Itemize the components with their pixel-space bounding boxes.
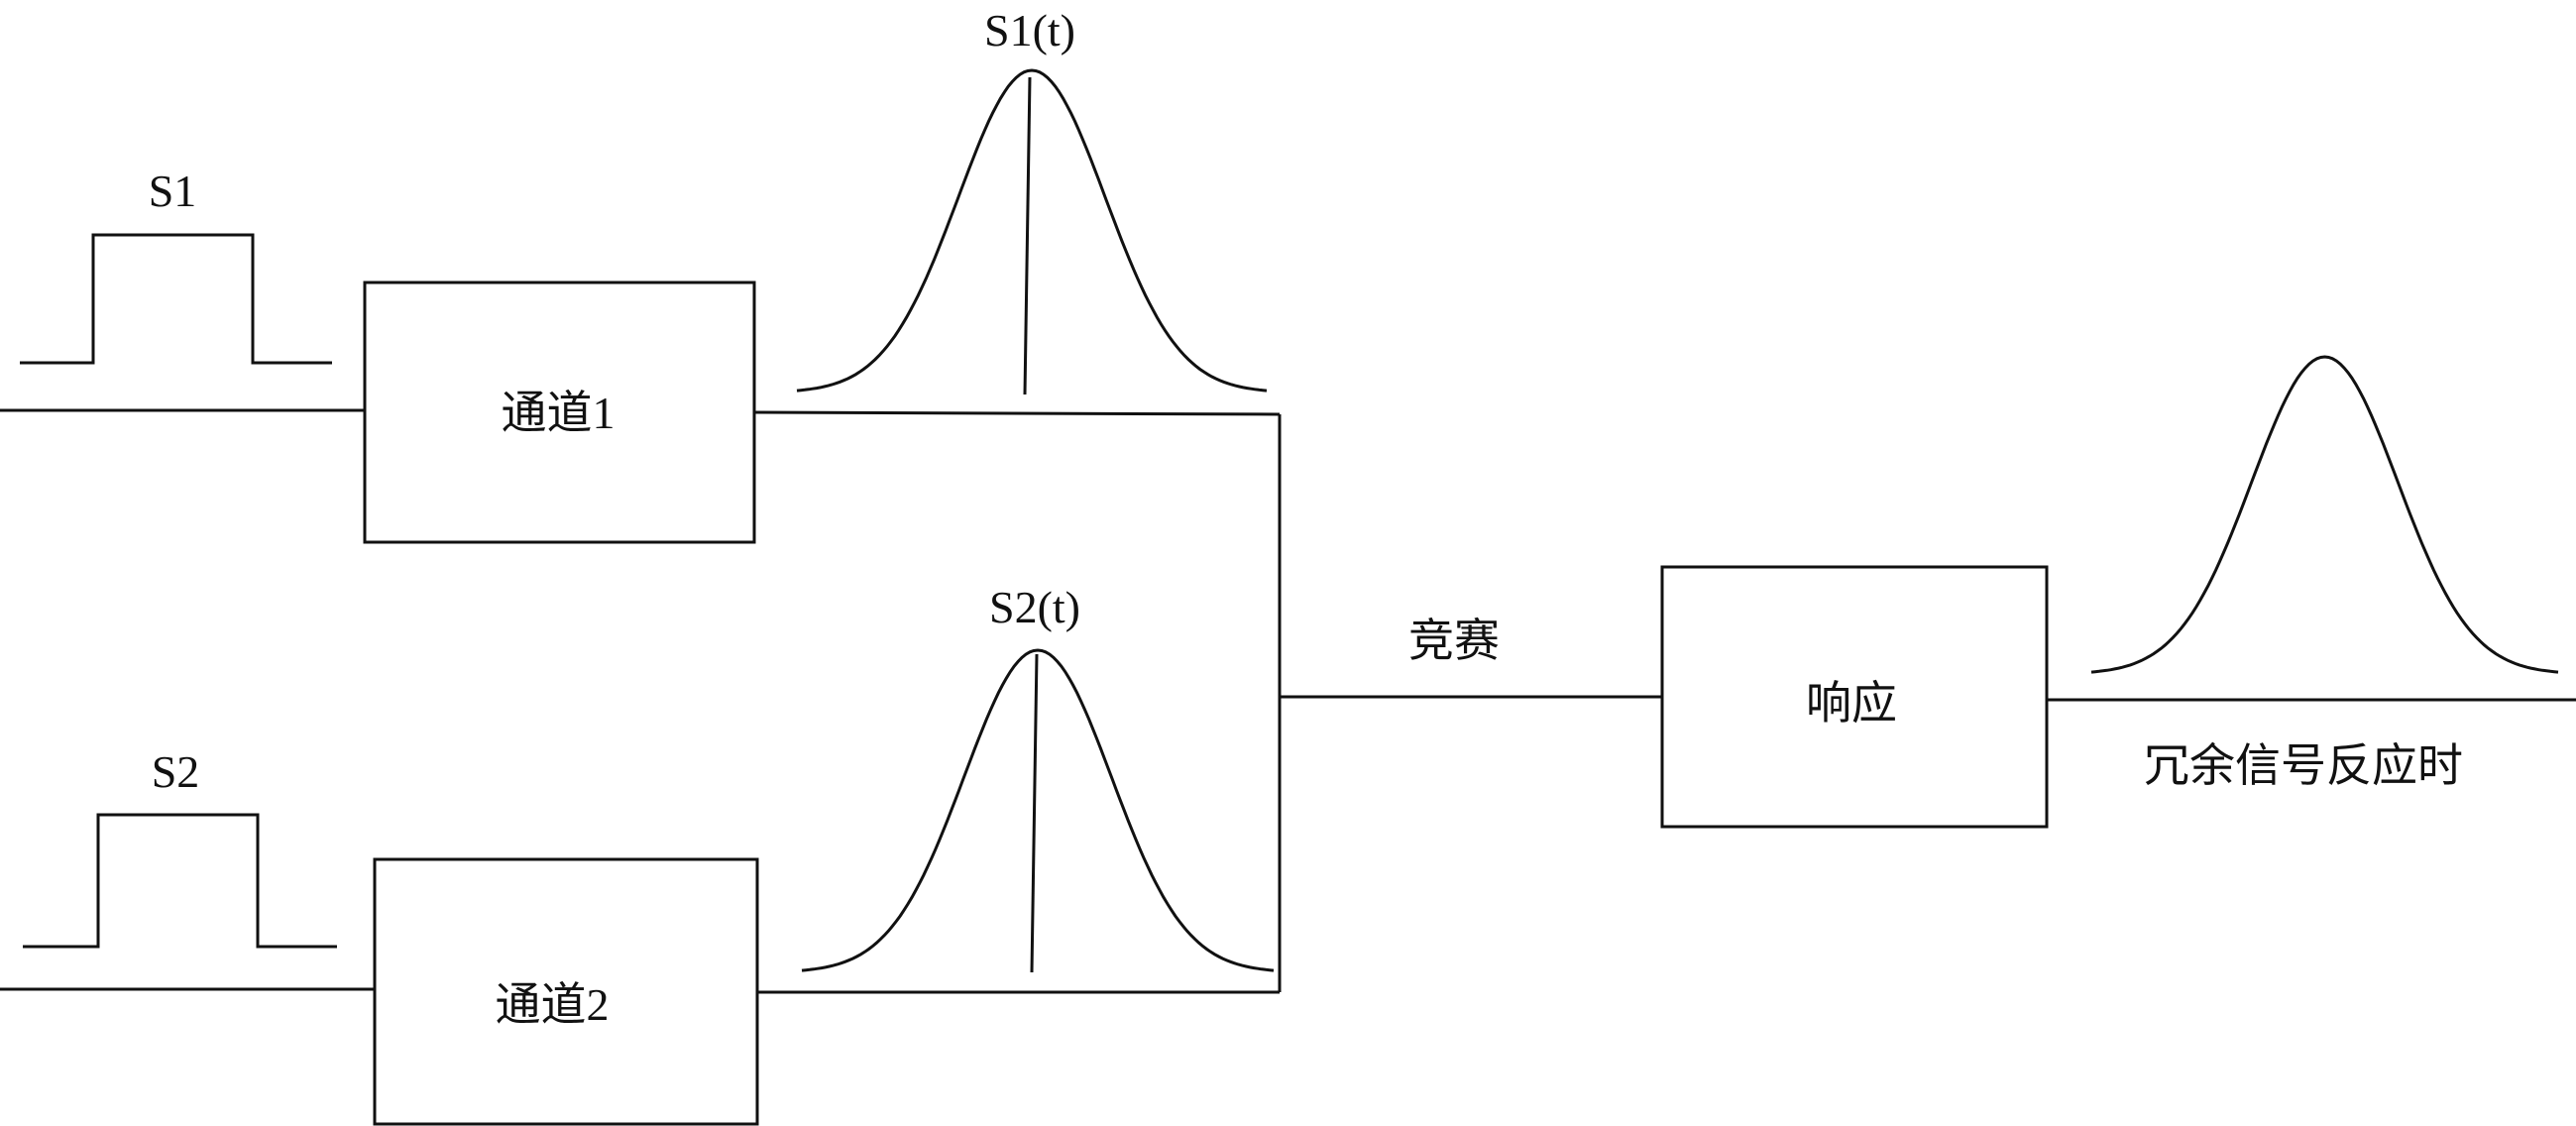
response-label: 响应 <box>1806 678 1897 729</box>
channel-1-label: 通道1 <box>502 388 616 438</box>
s1-pulse <box>20 233 332 365</box>
channel-2-label: 通道2 <box>496 979 610 1030</box>
redundant-rt-distribution-curve <box>2090 355 2559 674</box>
s2-label: S2 <box>152 746 200 797</box>
s1t-distribution-curve <box>796 68 1268 393</box>
race-label: 竞赛 <box>1408 616 1500 666</box>
response-box <box>1660 565 2049 829</box>
s2-pulse <box>23 813 337 949</box>
s2t-distribution-curve <box>801 648 1275 972</box>
redundant-rt-label: 冗余信号反应时 <box>2144 740 2463 791</box>
s2t-label: S2(t) <box>989 582 1080 632</box>
s2t-mean-line <box>1030 653 1039 973</box>
s1t-mean-line <box>1023 76 1032 395</box>
channel-1-output-line <box>753 410 1281 416</box>
s1-label: S1 <box>149 166 197 216</box>
s1t-label: S1(t) <box>984 5 1075 56</box>
